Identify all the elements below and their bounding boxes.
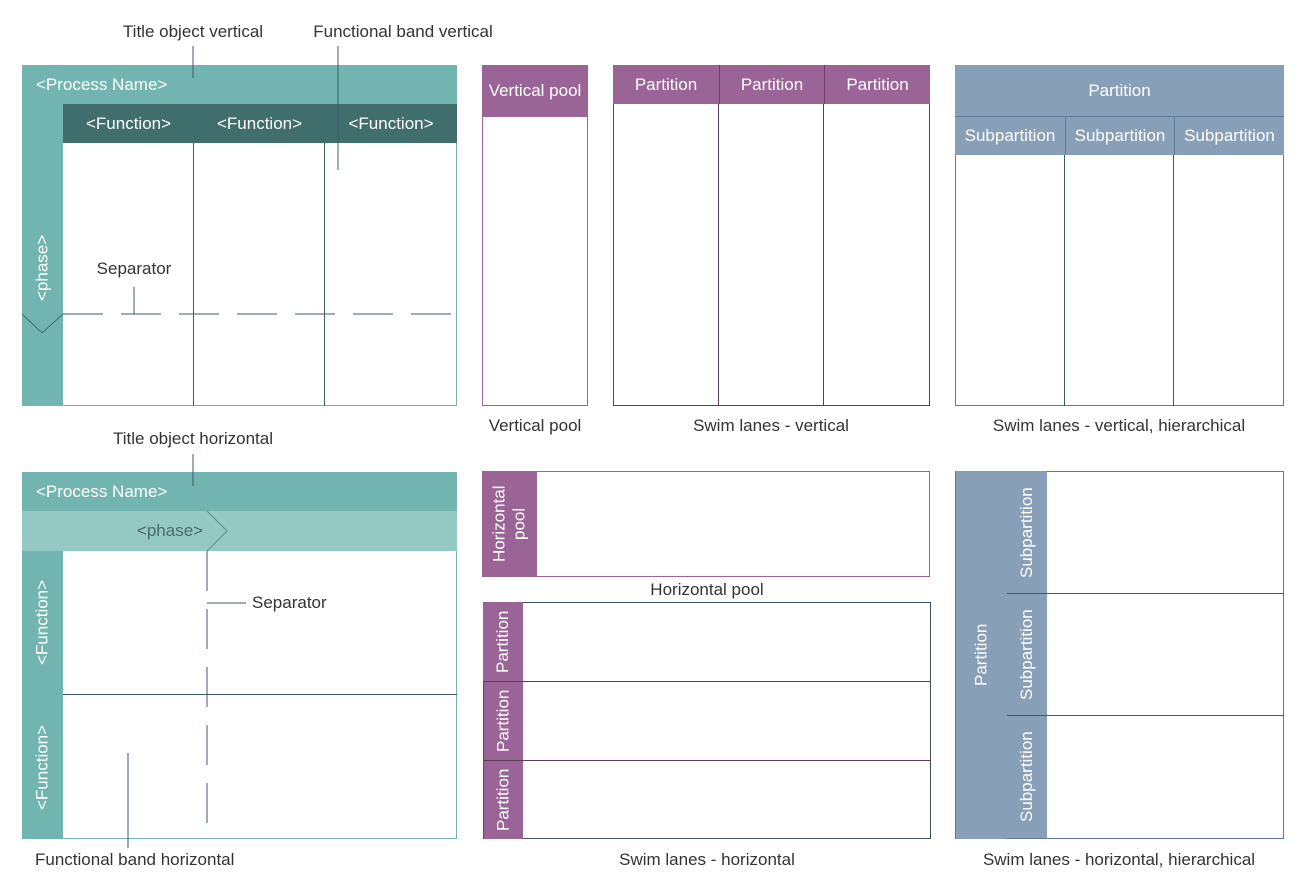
swim-horizontal-lane-divider: [483, 760, 931, 761]
horizontal-process-name: <Process Name>: [36, 481, 168, 501]
swim-horizontal-lane-divider: [483, 681, 931, 682]
swim-vhier-subpartition-2: Subpartition: [1065, 117, 1174, 155]
caption-swim-lanes-vertical-hierarchical: Swim lanes - vertical, hierarchical: [992, 416, 1246, 435]
callout-title-object-vertical: Title object vertical: [122, 22, 264, 41]
phase-chevron-vertical: [21, 313, 64, 334]
horizontal-phase-label: <phase>: [136, 521, 204, 540]
vertical-function-2: <Function>: [216, 113, 303, 133]
vertical-process-title-bar: [22, 65, 457, 104]
horizontal-function-band: [22, 551, 63, 839]
swim-vertical-partition-2: Partition: [719, 65, 824, 104]
horizontal-pool-header: [482, 471, 537, 577]
callout-title-object-horizontal: Title object horizontal: [112, 429, 274, 448]
swim-hhier-lane-divider: [1007, 715, 1284, 716]
swim-vertical-lane-divider: [823, 104, 824, 406]
swim-vertical-partition-1: Partition: [613, 65, 719, 104]
swim-vhier-subpartition-1: Subpartition: [955, 117, 1065, 155]
vertical-function-divider: [193, 143, 194, 406]
vertical-function-3: <Function>: [348, 113, 434, 133]
swim-vhier-lane-divider: [1064, 155, 1065, 406]
vertical-function-divider: [324, 143, 325, 406]
swim-vertical-partition-3: Partition: [824, 65, 930, 104]
swim-vertical-lane-divider: [718, 104, 719, 406]
caption-swim-lanes-horizontal-hierarchical: Swim lanes - horizontal, hierarchical: [982, 850, 1256, 869]
vertical-pool-header: Vertical pool: [482, 65, 588, 117]
caption-swim-lanes-horizontal: Swim lanes - horizontal: [619, 850, 795, 869]
swim-vhier-subpartition-3: Subpartition: [1174, 117, 1284, 155]
caption-swim-lanes-vertical: Swim lanes - vertical: [693, 416, 849, 435]
horizontal-function-divider: [63, 694, 457, 695]
callout-functional-band-vertical: Functional band vertical: [313, 22, 493, 41]
horizontal-process-title-bar: [22, 472, 457, 511]
vertical-process-name: <Process Name>: [36, 74, 168, 94]
swim-vhier-lane-divider: [1173, 155, 1174, 406]
caption-vertical-pool: Vertical pool: [488, 416, 582, 435]
swim-hhier-lane-divider: [1007, 593, 1284, 594]
callout-separator-top: Separator: [96, 259, 172, 278]
caption-horizontal-pool: Horizontal pool: [650, 580, 764, 599]
vertical-function-header-bar: [63, 104, 457, 143]
callout-separator-bottom: Separator: [252, 593, 327, 612]
phase-chevron-horizontal: [206, 510, 228, 552]
vertical-phase-band: [22, 104, 63, 406]
swim-vhier-partition: Partition: [955, 65, 1284, 117]
horizontal-phase-band: [22, 511, 457, 551]
vertical-function-1: <Function>: [85, 113, 172, 133]
callout-functional-band-horizontal: Functional band horizontal: [35, 850, 235, 869]
